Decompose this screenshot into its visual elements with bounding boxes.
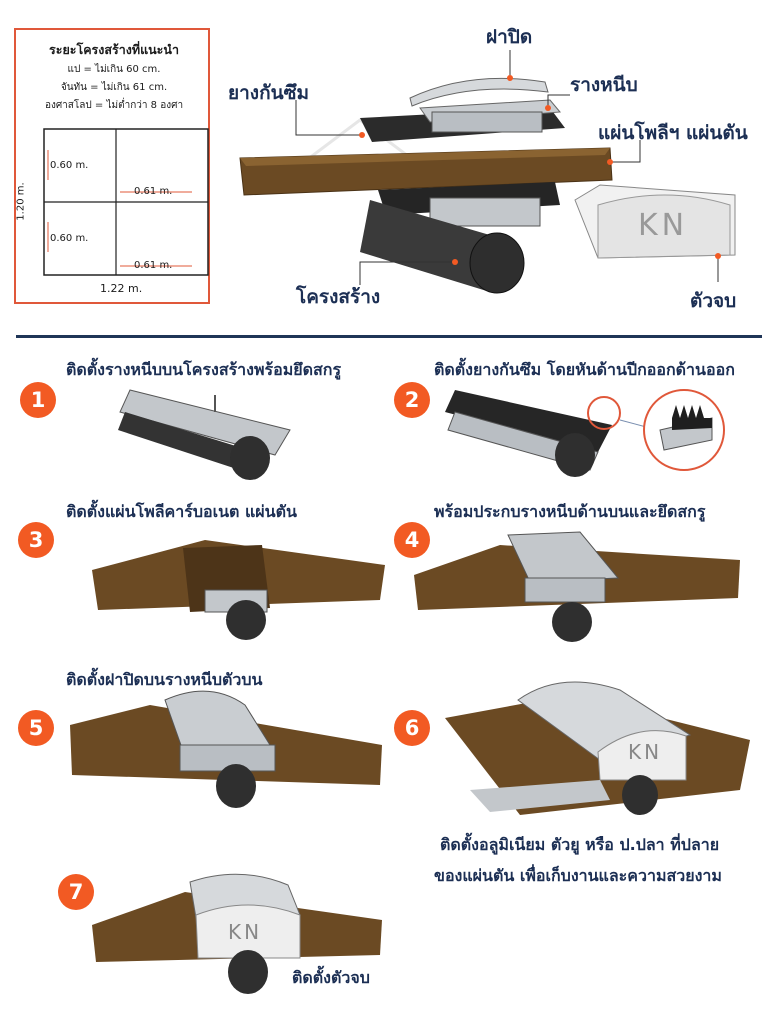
step-5-text: ติดตั้งฝาปิดบนรางหนีบตัวบน — [66, 668, 262, 693]
step-4-text: พร้อมประกบรางหนีบด้านบนและยึดสกรู — [434, 500, 705, 525]
kn-logo-endcap: KN — [638, 208, 688, 243]
step-3-number: 3 — [18, 522, 54, 558]
step-4-number: 4 — [394, 522, 430, 558]
step-6-text-line2: ของแผ่นตัน เพื่อเก็บงานและความสวยงาม — [434, 864, 722, 889]
label-clamp: รางหนีบ — [570, 70, 638, 100]
step-3-text: ติดตั้งแผ่นโพลีคาร์บอเนต แผ่นตัน — [66, 500, 297, 525]
exploded-assembly-diagram — [0, 0, 780, 330]
step-2-number: 2 — [394, 382, 430, 418]
step-1-number: 1 — [20, 382, 56, 418]
label-sheet: แผ่นโพลีฯ แผ่นตัน — [598, 118, 748, 148]
section-divider — [16, 335, 762, 338]
step-2-text: ติดตั้งยางกันซึม โดยหันด้านปีกออกด้านออก — [434, 358, 735, 383]
step-6-text-line1: ติดตั้งอลูมิเนียม ตัวยู หรือ ป.ปลา ที่ปล… — [440, 833, 719, 858]
label-endcap: ตัวจบ — [690, 286, 736, 316]
label-gasket: ยางกันซึม — [228, 78, 309, 108]
label-cap: ฝาปิด — [486, 22, 532, 52]
kn-logo-step7: KN — [228, 920, 262, 944]
step-7-text: ติดตั้งตัวจบ — [292, 966, 370, 991]
kn-logo-step6: KN — [628, 740, 662, 764]
step-5-number: 5 — [18, 710, 54, 746]
label-structure: โครงสร้าง — [296, 282, 380, 312]
step-6-number: 6 — [394, 710, 430, 746]
step-7-number: 7 — [58, 874, 94, 910]
step-1-text: ติดตั้งรางหนีบบนโครงสร้างพร้อมยึดสกรู — [66, 358, 341, 383]
